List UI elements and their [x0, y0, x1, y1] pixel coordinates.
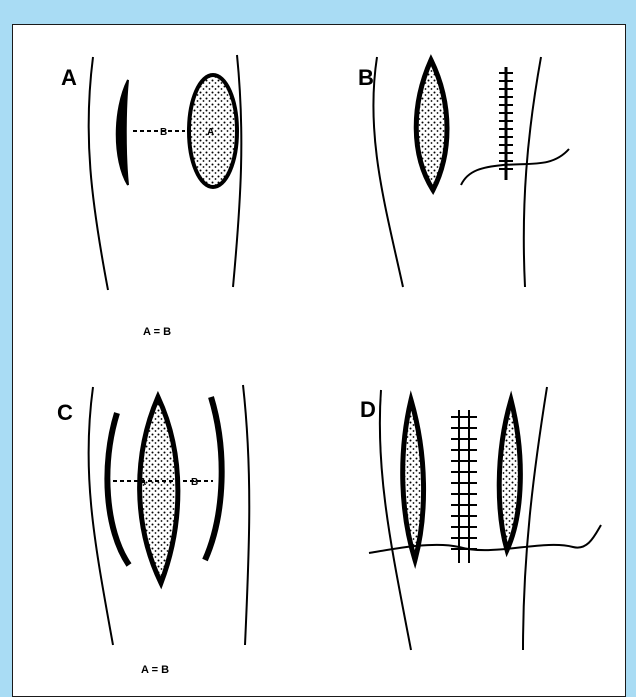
limb-right-outline: [524, 57, 541, 287]
panel-c: C A B A = B: [57, 385, 249, 676]
limb-right-outline: [233, 55, 241, 287]
panel-c-caption: A = B: [141, 664, 169, 676]
relaxing-incision-right: [205, 397, 222, 560]
suture-thread: [369, 525, 601, 553]
limb-right-outline: [523, 387, 547, 650]
open-relaxing-incision-right: [499, 400, 520, 550]
panel-c-letter: C: [57, 400, 73, 425]
limb-right-outline: [243, 385, 249, 645]
panel-d-letter: D: [360, 397, 376, 422]
central-defect: [140, 397, 178, 583]
panel-b-letter: B: [358, 65, 374, 90]
limb-left-outline: [89, 57, 108, 290]
panel-b: B: [358, 57, 569, 287]
relaxing-incision-left: [107, 413, 129, 565]
panel-d: D: [360, 387, 601, 650]
open-relaxing-incision-left: [403, 400, 424, 560]
open-relaxing-incision: [416, 60, 447, 190]
label-a-marker: A: [139, 477, 146, 488]
suture-thread: [461, 149, 569, 185]
limb-left-outline: [373, 57, 403, 287]
panel-a-letter: A: [61, 65, 77, 90]
figure-frame: A B A A = B B C A: [12, 24, 626, 697]
surgical-diagram: A B A A = B B C A: [13, 25, 626, 697]
label-b-marker: B: [160, 127, 167, 138]
suture-stitches: [451, 417, 477, 549]
relaxing-incision: [117, 80, 128, 185]
label-b-marker: B: [191, 477, 198, 488]
panel-a-caption: A = B: [143, 326, 171, 338]
panel-a: A B A A = B: [61, 55, 241, 338]
label-a-marker: A: [207, 127, 214, 138]
